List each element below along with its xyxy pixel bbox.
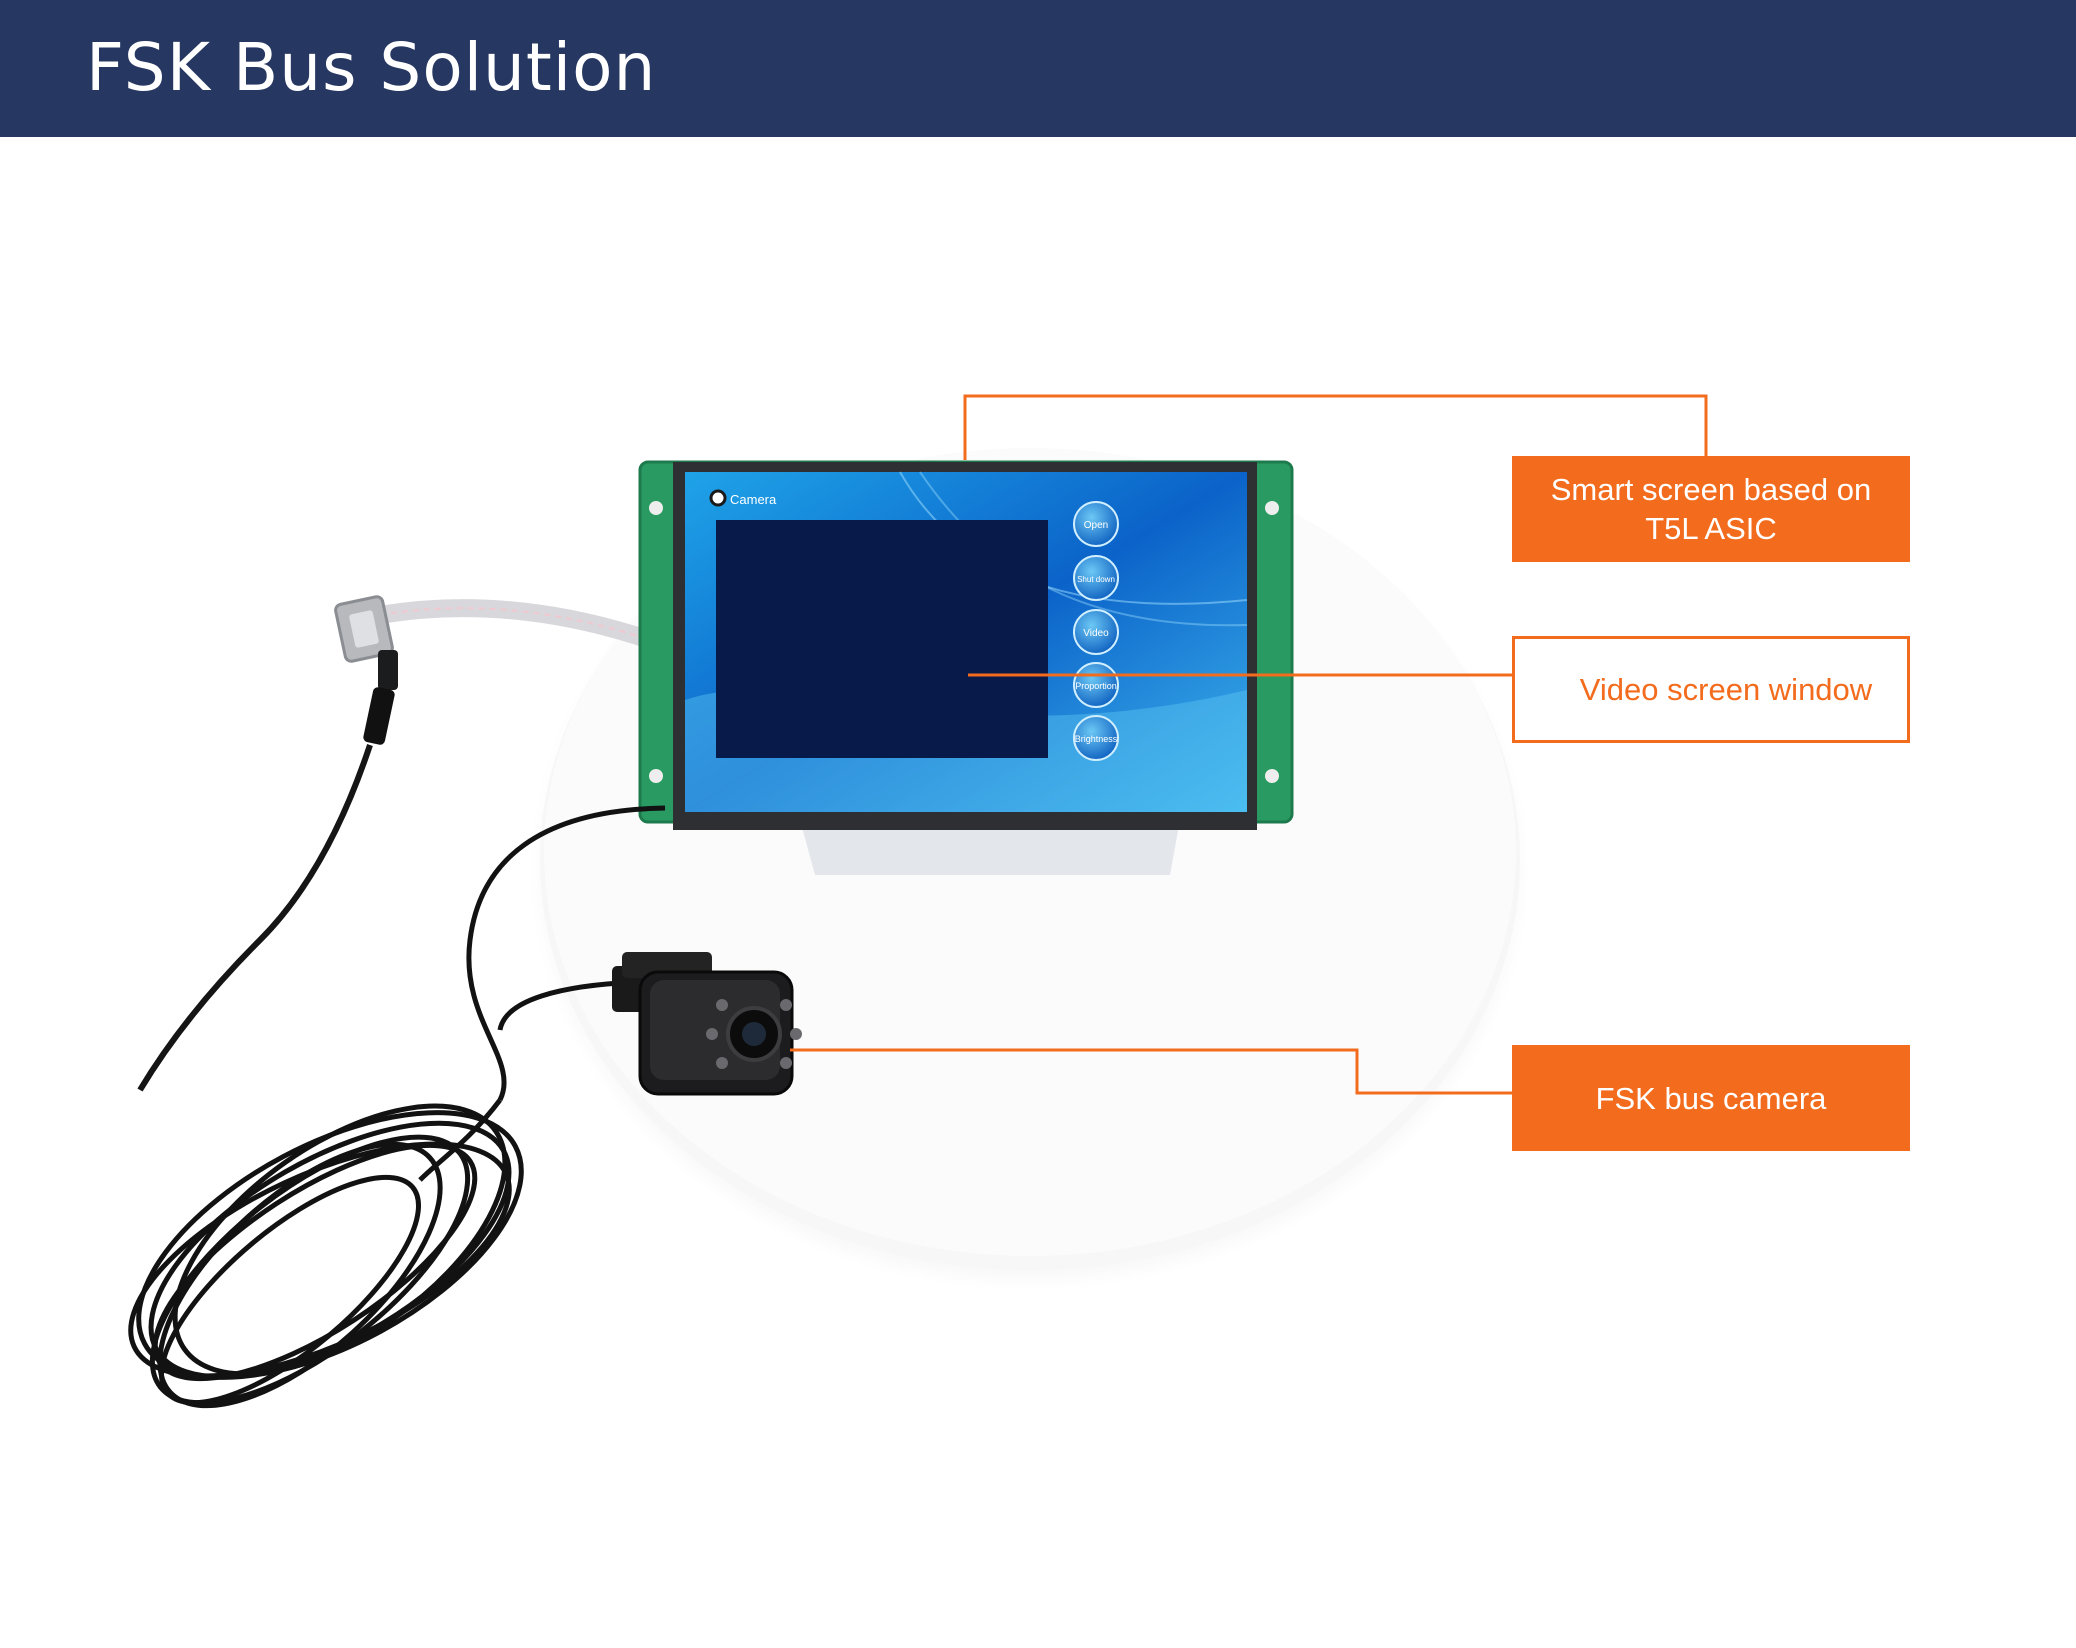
fsk-bus-camera	[612, 952, 802, 1096]
svg-text:Video: Video	[1083, 628, 1109, 639]
video-screen-window	[716, 520, 1048, 758]
smart-screen-device: Camera Open Shut down Video Proportion B…	[638, 460, 1294, 830]
callout-bus-camera: FSK bus camera	[1512, 1045, 1910, 1151]
leader-smart-screen	[963, 394, 1708, 460]
callout-video-window: Video screen window	[1512, 636, 1910, 743]
screen-button-proportion: Proportion	[1073, 662, 1119, 708]
callout-leaders	[790, 394, 1708, 1095]
screen-button-brightness: Brightness	[1073, 715, 1119, 761]
svg-text:Open: Open	[1084, 520, 1108, 531]
power-cable	[137, 650, 398, 1092]
svg-text:Brightness: Brightness	[1075, 734, 1118, 744]
page-title: FSK Bus Solution	[86, 29, 657, 106]
screen-button-video: Video	[1073, 609, 1119, 655]
callout-smart-screen: Smart screen based on T5L ASIC	[1512, 456, 1910, 562]
leader-bus-camera	[790, 1048, 1512, 1095]
svg-text:Shut down: Shut down	[1077, 575, 1115, 584]
header-bar: FSK Bus Solution	[0, 0, 2076, 137]
svg-text:Proportion: Proportion	[1075, 681, 1117, 691]
screen-button-open: Open	[1073, 501, 1119, 547]
screen-app-title: Camera	[730, 492, 777, 507]
screen-button-shut-down: Shut down	[1073, 555, 1119, 601]
